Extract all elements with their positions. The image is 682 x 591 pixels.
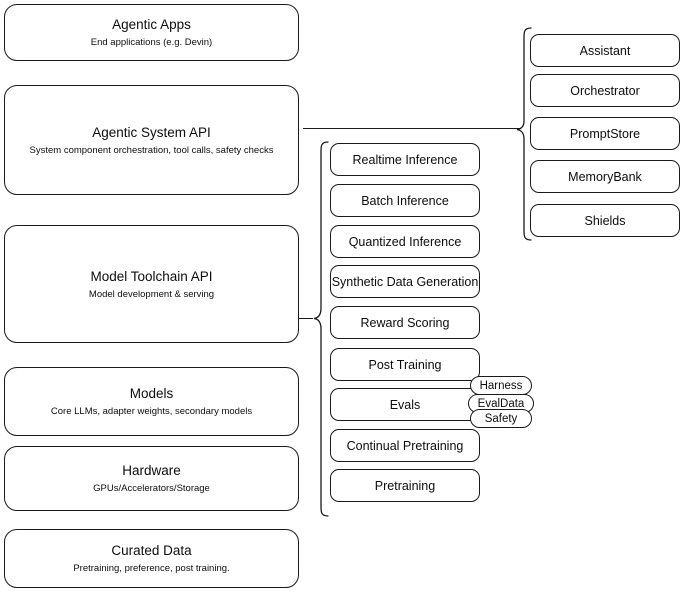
capability-label: Pretraining	[374, 478, 436, 493]
system-component-label: Orchestrator	[570, 83, 640, 98]
capability-label: Batch Inference	[361, 193, 449, 208]
system-component-label: Shields	[584, 213, 626, 228]
capability-label: Realtime Inference	[352, 152, 458, 167]
agentic-system-brace	[516, 27, 532, 241]
layer-subtitle: End applications (e.g. Devin)	[90, 37, 213, 48]
layer-subtitle: System component orchestration, tool cal…	[29, 144, 274, 156]
system-component-label: PromptStore	[569, 126, 641, 141]
layer-curated-data[interactable]: Curated Data Pretraining, preference, po…	[4, 529, 299, 588]
capability-synthetic-data-generation[interactable]: Synthetic Data Generation	[330, 265, 480, 298]
layer-agentic-apps[interactable]: Agentic Apps End applications (e.g. Devi…	[4, 4, 299, 61]
connector-toolchain-api-to-capabilities	[299, 318, 313, 319]
capability-post-training[interactable]: Post Training	[330, 348, 480, 381]
system-component-label: MemoryBank	[568, 169, 642, 184]
capability-label: Quantized Inference	[348, 234, 462, 249]
layer-title: Model Toolchain API	[90, 268, 213, 284]
system-component-promptstore[interactable]: PromptStore	[530, 117, 680, 150]
layer-subtitle: Core LLMs, adapter weights, secondary mo…	[50, 406, 253, 417]
model-toolchain-brace	[313, 141, 329, 517]
system-component-assistant[interactable]: Assistant	[530, 34, 680, 67]
eval-pill-label: EvalData	[477, 397, 525, 410]
capability-label: Continual Pretraining	[346, 438, 464, 453]
eval-pill-label: Harness	[479, 379, 523, 392]
capability-label: Synthetic Data Generation	[331, 274, 479, 289]
system-component-memorybank[interactable]: MemoryBank	[530, 160, 680, 193]
layer-subtitle: Pretraining, preference, post training.	[73, 563, 230, 574]
capability-label: Post Training	[368, 357, 442, 372]
eval-pill-label: Safety	[484, 412, 518, 425]
layer-models[interactable]: Models Core LLMs, adapter weights, secon…	[4, 367, 299, 436]
layer-agentic-system-api[interactable]: Agentic System API System component orch…	[4, 85, 299, 195]
eval-pill-harness[interactable]: Harness	[470, 376, 532, 395]
capability-label: Evals	[389, 397, 421, 412]
connector-system-api-to-components	[303, 128, 521, 129]
capability-pretraining[interactable]: Pretraining	[330, 469, 480, 502]
layer-subtitle: Model development & serving	[88, 288, 215, 300]
capability-continual-pretraining[interactable]: Continual Pretraining	[330, 429, 480, 462]
layer-subtitle: GPUs/Accelerators/Storage	[93, 483, 210, 494]
layer-title: Agentic System API	[92, 124, 211, 140]
system-component-orchestrator[interactable]: Orchestrator	[530, 74, 680, 107]
layer-title: Agentic Apps	[112, 17, 191, 32]
eval-pill-safety[interactable]: Safety	[470, 409, 532, 428]
capability-quantized-inference[interactable]: Quantized Inference	[330, 225, 480, 258]
layer-title: Curated Data	[111, 543, 192, 558]
capability-evals[interactable]: Evals	[330, 388, 480, 421]
capability-batch-inference[interactable]: Batch Inference	[330, 184, 480, 217]
layer-hardware[interactable]: Hardware GPUs/Accelerators/Storage	[4, 446, 299, 511]
layer-title: Hardware	[122, 463, 181, 478]
capability-label: Reward Scoring	[360, 315, 450, 330]
system-component-label: Assistant	[579, 43, 631, 58]
layer-model-toolchain-api[interactable]: Model Toolchain API Model development & …	[4, 225, 299, 343]
capability-realtime-inference[interactable]: Realtime Inference	[330, 143, 480, 176]
system-component-shields[interactable]: Shields	[530, 204, 680, 237]
layer-title: Models	[129, 386, 174, 401]
capability-reward-scoring[interactable]: Reward Scoring	[330, 306, 480, 339]
